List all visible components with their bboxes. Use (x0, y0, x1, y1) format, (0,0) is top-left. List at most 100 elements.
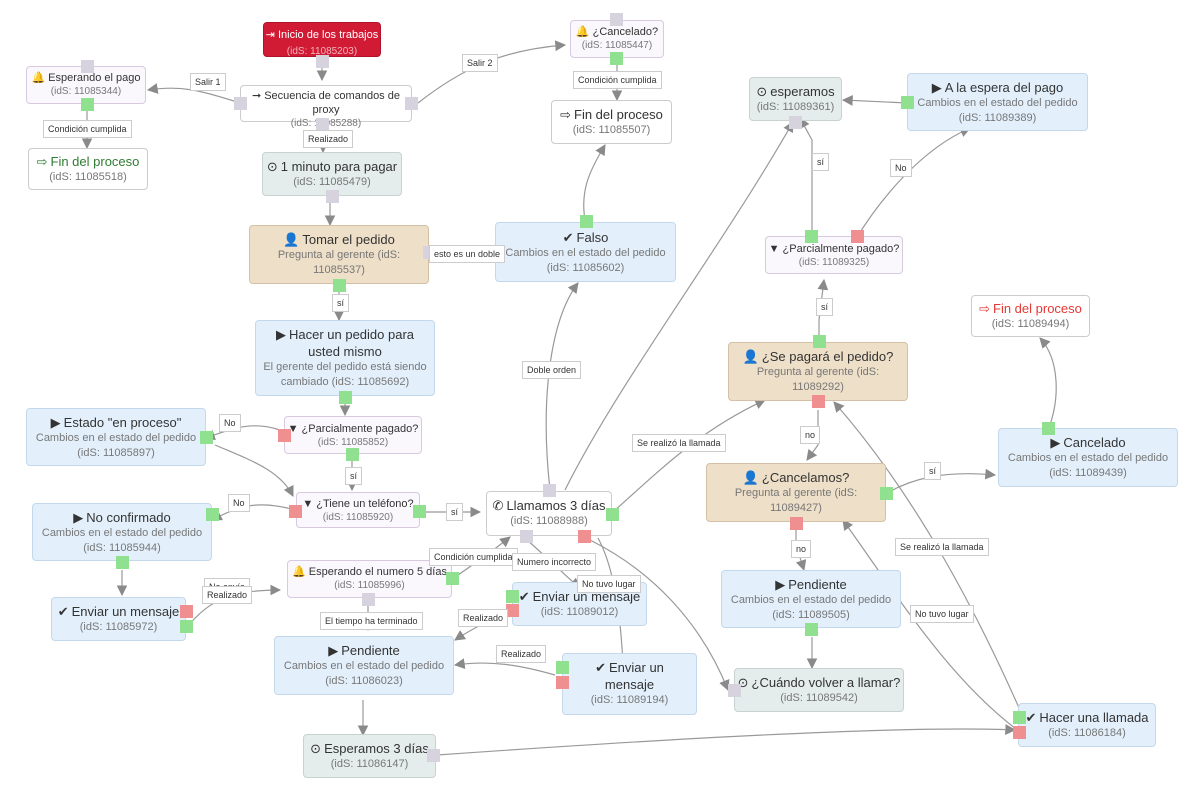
node-cancelado-question[interactable]: 🔔¿Cancelado? (idS: 11085447) (570, 20, 664, 58)
edge (436, 724, 1017, 756)
node-fin-proceso-1[interactable]: ⇨Fin del proceso (idS: 11085518) (28, 148, 148, 190)
port-neutral[interactable] (234, 97, 247, 110)
port-yes[interactable] (813, 335, 826, 348)
port-yes[interactable] (1042, 422, 1055, 435)
port-no[interactable] (506, 604, 519, 617)
port-no[interactable] (790, 517, 803, 530)
node-esperando-numero[interactable]: 🔔Esperando el numero 5 días (idS: 110859… (287, 560, 452, 598)
phone-slash-icon: ✆ (492, 498, 504, 513)
port-neutral[interactable] (81, 60, 94, 73)
port-no[interactable] (289, 505, 302, 518)
node-cancelado[interactable]: ▶Cancelado Cambios en el estado del pedi… (998, 428, 1178, 487)
node-title: Esperando el numero 5 días (308, 566, 447, 578)
node-fin-proceso-2[interactable]: ⇨Fin del proceso (idS: 11085507) (551, 100, 672, 144)
edge-label: No (228, 494, 250, 512)
port-no[interactable] (1013, 726, 1026, 739)
port-yes[interactable] (346, 448, 359, 461)
clock-icon: ⊙ (310, 741, 322, 756)
port-yes[interactable] (81, 98, 94, 111)
node-id: (idS: 11089361) (756, 101, 835, 113)
node-title: Enviar un mensaje (71, 604, 180, 619)
port-yes[interactable] (580, 215, 593, 228)
port-yes[interactable] (116, 556, 129, 569)
port-yes[interactable] (880, 487, 893, 500)
port-neutral[interactable] (789, 116, 802, 129)
port-no[interactable] (556, 676, 569, 689)
node-no-confirmado[interactable]: ▶No confirmado Cambios en el estado del … (32, 503, 212, 561)
node-se-pagara-pedido[interactable]: 👤¿Se pagará el pedido? Pregunta al geren… (728, 342, 908, 401)
port-neutral[interactable] (316, 118, 329, 131)
node-esperamos-3-dias[interactable]: ⊙Esperamos 3 días (idS: 11086147) (303, 734, 436, 778)
node-secuencia-comandos[interactable]: ➞Secuencia de comandos de proxy (idS: 11… (240, 85, 412, 129)
sign-in-icon: ⇥ (265, 29, 275, 41)
port-yes[interactable] (805, 230, 818, 243)
port-neutral[interactable] (405, 97, 418, 110)
edge (1039, 337, 1057, 431)
node-id: (idS: 11086023) (325, 675, 403, 687)
port-neutral[interactable] (543, 484, 556, 497)
port-yes[interactable] (506, 590, 519, 603)
filter-icon: ▼ (287, 423, 299, 435)
port-yes[interactable] (200, 431, 213, 444)
port-neutral[interactable] (728, 684, 741, 697)
edge (806, 410, 819, 461)
port-neutral[interactable] (610, 13, 623, 26)
port-no[interactable] (278, 429, 291, 442)
port-yes[interactable] (556, 661, 569, 674)
node-hacer-pedido[interactable]: ▶Hacer un pedido para usted mismo El ger… (255, 320, 435, 396)
node-cuando-volver-llamar[interactable]: ⊙¿Cuándo volver a llamar? (idS: 11089542… (734, 668, 904, 712)
edge-label: Realizado (202, 586, 253, 604)
node-parcialmente-pagado-2[interactable]: ▼¿Parcialmente pagado? (idS: 11089325) (765, 236, 903, 274)
node-id: (idS: 11085447) (581, 40, 653, 51)
node-enviar-mensaje-3[interactable]: ✔Enviar un mensaje (idS: 11089194) (562, 653, 697, 715)
port-yes[interactable] (805, 623, 818, 636)
node-parcialmente-pagado-1[interactable]: ▼¿Parcialmente pagado? (idS: 11085852) (284, 416, 422, 454)
edge-label: Realizado (458, 609, 509, 627)
node-tomar-pedido[interactable]: 👤Tomar el pedido Pregunta al gerente (id… (249, 225, 429, 284)
port-yes[interactable] (610, 52, 623, 65)
node-estado-en-proceso[interactable]: ▶Estado "en proceso" Cambios en el estad… (26, 408, 206, 466)
edge-label: Se realizó la llamada (632, 434, 726, 452)
node-title: esperamos (770, 84, 835, 99)
node-un-minuto-pagar[interactable]: ⊙1 minuto para pagar (idS: 11085479) (262, 152, 402, 196)
edge (214, 444, 294, 497)
node-a-la-espera-pago[interactable]: ▶A la espera del pago Cambios en el esta… (907, 73, 1088, 131)
port-yes[interactable] (901, 96, 914, 109)
node-cancelamos[interactable]: 👤¿Cancelamos? Pregunta al gerente (idS: … (706, 463, 886, 522)
port-yes[interactable] (413, 505, 426, 518)
port-no[interactable] (180, 605, 193, 618)
node-inicio-trabajos[interactable]: ⇥Inicio de los trabajos (idS: 11085203) (263, 22, 381, 57)
port-yes[interactable] (446, 572, 459, 585)
node-esperamos[interactable]: ⊙esperamos (idS: 11089361) (749, 77, 842, 121)
port-neutral[interactable] (326, 190, 339, 203)
port-no[interactable] (578, 530, 591, 543)
node-hacer-llamada[interactable]: ✔Hacer una llamada (idS: 11086184) (1018, 703, 1156, 747)
edge (211, 504, 296, 521)
node-title: Cancelado (1063, 435, 1126, 450)
port-no[interactable] (812, 395, 825, 408)
edge-label: Condición cumplida (573, 71, 662, 89)
port-neutral[interactable] (427, 749, 440, 762)
port-neutral[interactable] (362, 593, 375, 606)
port-neutral[interactable] (520, 530, 533, 543)
port-neutral[interactable] (316, 55, 329, 68)
node-tiene-telefono[interactable]: ▼¿Tiene un teléfono? (idS: 11085920) (296, 492, 420, 528)
node-pendiente-2[interactable]: ▶Pendiente Cambios en el estado del pedi… (721, 570, 901, 628)
port-yes[interactable] (339, 391, 352, 404)
port-yes[interactable] (206, 508, 219, 521)
node-subtitle: Cambios en el estado del pedido (917, 97, 1078, 109)
node-llamamos-3-dias[interactable]: ✆Llamamos 3 días (idS: 11088988) (486, 491, 612, 536)
node-pendiente-1[interactable]: ▶Pendiente Cambios en el estado del pedi… (274, 636, 454, 695)
port-yes[interactable] (180, 620, 193, 633)
node-enviar-mensaje-1[interactable]: ✔Enviar un mensaje (idS: 11085972) (51, 597, 186, 641)
node-title: ¿Cancelado? (592, 26, 659, 38)
edge-label: Condición cumplida (429, 548, 518, 566)
edge-label: Se realizó la llamada (895, 538, 989, 556)
port-no[interactable] (851, 230, 864, 243)
node-falso[interactable]: ✔Falso Cambios en el estado del pedido (… (495, 222, 676, 282)
node-title: Enviar un mensaje (604, 660, 664, 692)
port-yes[interactable] (333, 279, 346, 292)
port-yes[interactable] (606, 508, 619, 521)
port-yes[interactable] (1013, 711, 1026, 724)
node-fin-proceso-3[interactable]: ⇨Fin del proceso (idS: 11089494) (971, 295, 1090, 337)
